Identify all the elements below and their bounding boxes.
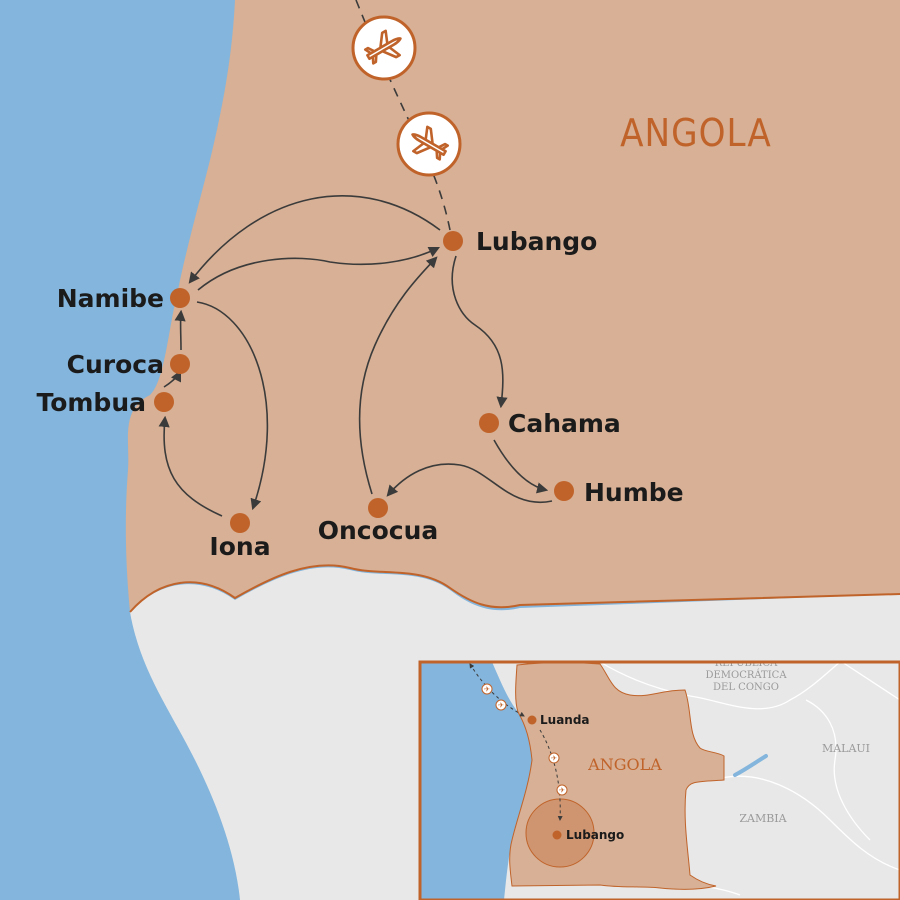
inset-neighbor-label-drc-line3: DEL CONGO (713, 682, 779, 693)
city-label-curoca: Curoca (67, 350, 164, 379)
city-label-oncocua: Oncocua (318, 516, 439, 545)
route-cahama-humbe (493, 439, 549, 494)
inset-sea (420, 662, 532, 900)
inset-airplane-icon: ✈ (495, 699, 507, 711)
inset-neighbor-label-drc-line1: REPÚBLICA (715, 657, 778, 669)
inset-flight-path-south (539, 729, 563, 821)
city-label-cahama: Cahama (508, 409, 621, 438)
southern-border (129, 564, 900, 613)
inset-neighbor-label-malawi: MALAUI (822, 742, 870, 755)
inset-country-label-angola: ANGOLA (587, 755, 662, 774)
inset-city-label-lubango: Lubango (566, 828, 624, 842)
city-label-iona: Iona (209, 532, 270, 561)
inset-angola-shape (509, 662, 725, 890)
svg-text:✈: ✈ (498, 702, 504, 710)
city-label-lubango: Lubango (476, 227, 597, 256)
city-label-namibe: Namibe (57, 284, 164, 313)
svg-text:✈: ✈ (559, 787, 565, 795)
route-humbe-oncocua (386, 463, 553, 504)
city-label-tombua: Tombua (36, 388, 146, 417)
inset-frame (418, 660, 900, 900)
city-marker-tombua[interactable] (154, 392, 174, 412)
route-namibe-iona (196, 301, 269, 511)
inset-neighbor-label-drc-line2: DEMOCRÁTICA (705, 669, 787, 681)
city-label-humbe: Humbe (584, 478, 684, 507)
inset-lake (733, 754, 768, 777)
route-lubango-namibe (188, 195, 441, 284)
city-marker-humbe[interactable] (554, 481, 574, 501)
city-marker-cahama[interactable] (479, 413, 499, 433)
airplane-icon (351, 15, 417, 81)
inset-city-label-luanda: Luanda (540, 713, 590, 727)
inset-airplane-icon: ✈ (556, 784, 568, 796)
city-marker-oncocua[interactable] (368, 498, 388, 518)
svg-text:✈: ✈ (484, 686, 490, 694)
route-lubango-cahama (451, 255, 508, 409)
inset-city-marker-luanda[interactable] (527, 715, 537, 725)
inset-map: ✈ ✈ ✈ ✈ Luanda Lubango ANGOLA REPÚBLICA … (418, 657, 900, 900)
route-oncocua-lubango (358, 256, 438, 495)
city-marker-lubango[interactable] (443, 231, 463, 251)
inset-airplane-icon: ✈ (481, 683, 493, 695)
airplane-icon (396, 111, 462, 177)
angola-landmass (125, 0, 900, 612)
inset-city-marker-lubango[interactable] (552, 830, 562, 840)
city-marker-iona[interactable] (230, 513, 250, 533)
route-iona-tombua (158, 415, 223, 517)
route-namibe-lubango (197, 246, 441, 291)
inset-neighbor-label-zambia: ZAMBIA (739, 812, 787, 825)
inset-airplane-icon: ✈ (548, 752, 560, 764)
city-marker-namibe[interactable] (170, 288, 190, 308)
svg-text:✈: ✈ (551, 755, 557, 763)
country-label-angola: ANGOLA (620, 111, 772, 155)
city-marker-curoca[interactable] (170, 354, 190, 374)
